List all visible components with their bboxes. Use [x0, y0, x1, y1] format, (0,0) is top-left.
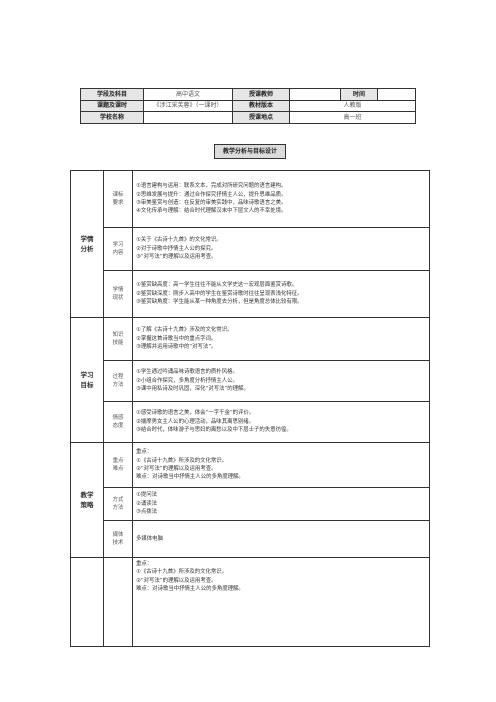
subcategory-cell: 学习 内容 — [103, 227, 133, 271]
category-cell: 学情 分析 — [70, 170, 104, 318]
table-row: 媒体 技术 多媒体电脑 — [71, 520, 430, 558]
section-banner: 教学分析与目标设计 — [214, 144, 286, 159]
subcategory-cell: 媒体 技术 — [103, 520, 133, 558]
analysis-table: 学情 分析 课标 要求 ①语言建构与运用：联系文本，完成对所研究问题的语言建构。… — [70, 170, 430, 647]
subcategory-cell: 重点 难点 — [103, 442, 133, 488]
content-cell: ①提问法 ②诵读法 ③点拨法 — [132, 487, 430, 521]
subcategory-cell — [103, 557, 133, 647]
content-cell: ①关于《古诗十九首》的文化常识。 ②对于诗歌中抒情主人公的探究。 ③“对写法”的… — [132, 227, 430, 271]
time-value — [377, 88, 416, 101]
header-info-table: 学段及科目 高中语文 授课教师 时间 课题及课时 《涉江采芙蓉》（一课时） 教材… — [80, 88, 416, 124]
content-cell: ①感受诗歌的语言之美，体会“一字千金”的评价。 ②揣摩男女主人公的心理活动，品味… — [132, 401, 430, 443]
header-row-3: 学校名称 授课地点 高一班 — [80, 111, 416, 124]
textbook-value: 人教版 — [289, 99, 416, 112]
location-label: 授课地点 — [232, 111, 290, 124]
category-cell — [70, 557, 104, 647]
subcategory-cell: 过程 方法 — [103, 360, 133, 402]
subject-value: 高中语文 — [143, 88, 233, 101]
table-row: 情感 态度 ①感受诗歌的语言之美，体会“一字千金”的评价。 ②揣摩男女主人公的心… — [71, 401, 430, 443]
content-cell: ①学生通过吟诵品味诗歌语言的质朴风格。 ②小组合作探究，多角度分析抒情主人公。 … — [132, 360, 430, 402]
header-row-1: 学段及科目 高中语文 授课教师 时间 — [80, 88, 416, 101]
content-cell: 重点： ①《古诗十九首》所涉及的文化常识。 ②“对写法”的理解以及运用考查。 难… — [132, 442, 430, 488]
subcategory-cell: 学情 现状 — [103, 270, 133, 318]
table-row: 方式 方法 ①提问法 ②诵读法 ③点拨法 — [71, 487, 430, 521]
subcategory-cell: 课标 要求 — [103, 170, 133, 228]
subcategory-cell: 知识 技能 — [103, 317, 133, 361]
table-row: 教学 策略 重点 难点 重点： ①《古诗十九首》所涉及的文化常识。 ②“对写法”… — [70, 442, 430, 558]
subcategory-cell: 方式 方法 — [103, 487, 133, 521]
table-row: 过程 方法 ①学生通过吟诵品味诗歌语言的质朴风格。 ②小组合作探究，多角度分析抒… — [71, 360, 430, 402]
teacher-value — [289, 88, 341, 101]
school-value — [143, 111, 233, 124]
subject-label: 学段及科目 — [80, 88, 144, 101]
category-cell: 学习 目标 — [70, 317, 104, 443]
table-row: 学习 目标 知识 技能 ①了解《古诗十九首》涉及的文化常识。 ②掌握这首诗歌当中… — [70, 317, 430, 443]
table-row: 学情 现状 ①鉴赏缺高度：高一学生往往不能从文学史这一宏观层面鉴赏诗歌。 ②鉴赏… — [71, 270, 430, 318]
topic-label: 课题及课时 — [80, 99, 144, 112]
time-label: 时间 — [340, 88, 378, 101]
category-cell: 教学 策略 — [70, 442, 104, 558]
subcategory-cell: 情感 态度 — [103, 401, 133, 443]
textbook-label: 教材版本 — [232, 99, 290, 112]
table-row: 学情 分析 课标 要求 ①语言建构与运用：联系文本，完成对所研究问题的语言建构。… — [70, 170, 430, 318]
content-cell: 多媒体电脑 — [132, 520, 430, 558]
school-label: 学校名称 — [80, 111, 144, 124]
content-cell: ①鉴赏缺高度：高一学生往往不能从文学史这一宏观层面鉴赏诗歌。 ②鉴赏缺深度：刚步… — [132, 270, 430, 318]
content-cell: ①语言建构与运用：联系文本，完成对所研究问题的语言建构。 ②思维发展与提升：通过… — [132, 170, 430, 228]
topic-value: 《涉江采芙蓉》（一课时） — [143, 99, 233, 112]
teacher-label: 授课教师 — [232, 88, 290, 101]
location-value: 高一班 — [289, 111, 416, 124]
table-row: 重点： ①《古诗十九首》所涉及的文化常识。 ②“对写法”的理解以及运用考查。 难… — [70, 557, 430, 647]
header-row-2: 课题及课时 《涉江采芙蓉》（一课时） 教材版本 人教版 — [80, 99, 416, 112]
content-cell: ①了解《古诗十九首》涉及的文化常识。 ②掌握这首诗歌当中的重点字词。 ③理解并运… — [132, 317, 430, 361]
table-row: 学习 内容 ①关于《古诗十九首》的文化常识。 ②对于诗歌中抒情主人公的探究。 ③… — [71, 227, 430, 271]
content-cell: 重点： ①《古诗十九首》所涉及的文化常识。 ②“对写法”的理解以及运用考查。 难… — [132, 557, 430, 647]
